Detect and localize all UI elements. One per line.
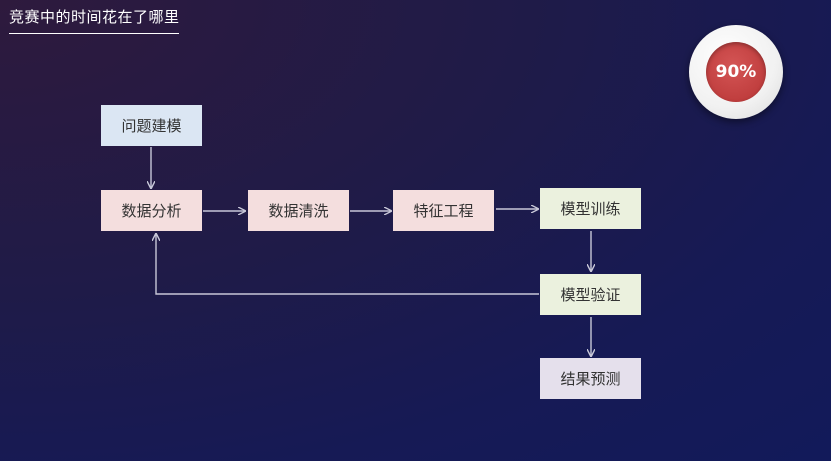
node-feature-engineering: 特征工程 [393, 190, 494, 231]
node-data-analysis: 数据分析 [101, 190, 202, 231]
node-problem-modeling: 问题建模 [101, 105, 202, 146]
percent-badge-inner: 90% [706, 42, 766, 102]
node-label: 模型验证 [560, 286, 621, 304]
title-underline [9, 33, 179, 34]
node-label: 问题建模 [121, 117, 182, 135]
node-label: 数据分析 [121, 202, 182, 220]
percent-badge-text: 90% [715, 62, 757, 82]
node-model-validation: 模型验证 [540, 274, 641, 315]
slide-title: 竞赛中的时间花在了哪里 [9, 8, 180, 26]
node-label: 模型训练 [560, 200, 621, 218]
node-result-prediction: 结果预测 [540, 358, 641, 399]
node-label: 结果预测 [560, 370, 621, 388]
percent-badge: 90% [689, 25, 783, 119]
node-model-training: 模型训练 [540, 188, 641, 229]
node-label: 数据清洗 [268, 202, 329, 220]
arrow-validation-feedback-to-analysis [156, 234, 539, 295]
node-label: 特征工程 [413, 202, 474, 220]
node-data-cleaning: 数据清洗 [248, 190, 349, 231]
